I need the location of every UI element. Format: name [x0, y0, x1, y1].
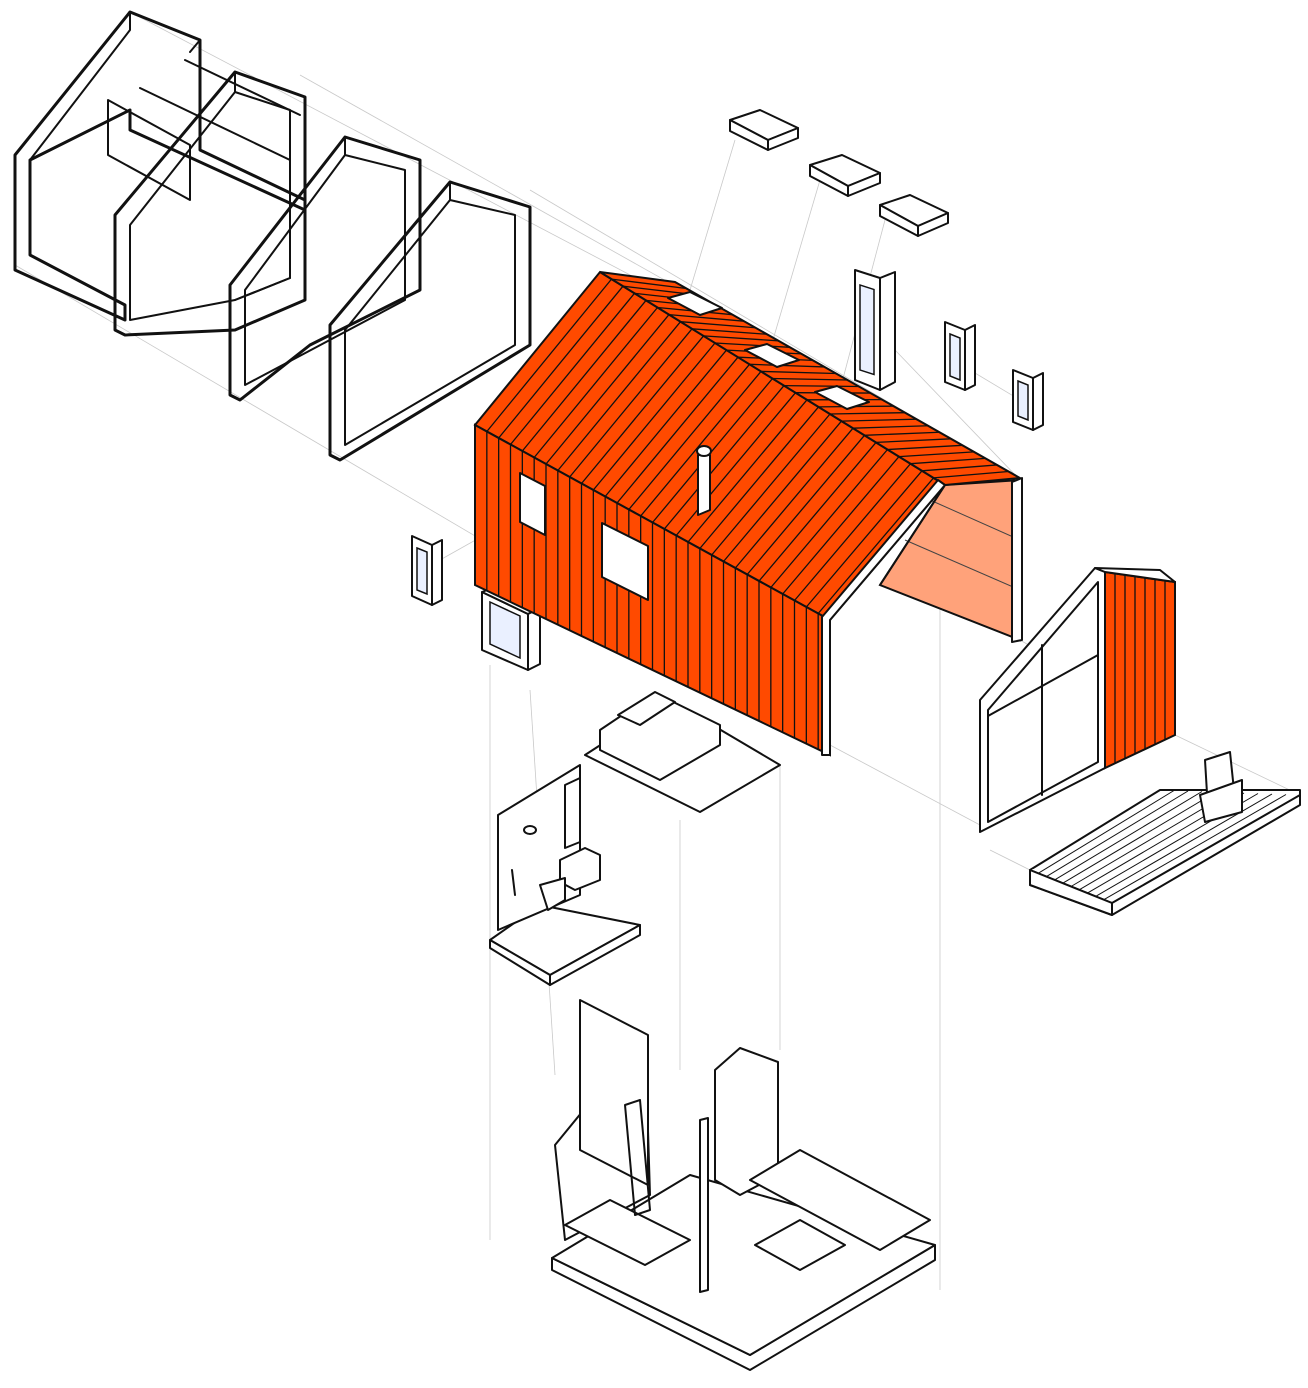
board-line: [817, 477, 934, 614]
timber-frame: [113, 70, 307, 337]
board-line: [782, 456, 900, 595]
board-line: [628, 363, 750, 510]
board-line: [663, 385, 785, 530]
board-line: [486, 278, 613, 432]
side-window: [944, 321, 976, 391]
board-line: [933, 470, 1009, 479]
board-line: [723, 420, 842, 562]
timber-frame: [13, 10, 307, 322]
side-window: [1012, 369, 1044, 431]
board-line: [770, 449, 888, 588]
board-line: [921, 464, 998, 472]
board-line: [864, 431, 940, 436]
board-line: [841, 418, 917, 422]
timber-frame: [228, 135, 422, 402]
board-line: [604, 349, 728, 497]
board-line: [887, 444, 963, 451]
board-line: [1103, 794, 1287, 901]
board-line: [910, 457, 986, 465]
board-line: [557, 321, 682, 471]
board-line: [714, 342, 791, 348]
timber-frame: [328, 180, 532, 462]
roof-board-lines: [486, 278, 1009, 614]
board-line: [509, 292, 636, 445]
board-line: [758, 441, 877, 582]
board-line: [852, 425, 929, 429]
board-line: [711, 413, 831, 556]
board-line: [772, 377, 848, 381]
board-line: [760, 370, 837, 375]
board-line: [898, 451, 975, 458]
side-window: [411, 535, 443, 606]
board-line: [746, 434, 865, 575]
board-line: [675, 392, 796, 536]
roof-skylight: [879, 194, 949, 237]
board-line: [640, 370, 762, 517]
board-line: [875, 438, 952, 444]
board-line: [734, 427, 854, 569]
board-line: [545, 314, 670, 465]
side-window: [854, 269, 896, 391]
board-line: [691, 328, 768, 335]
board-line: [533, 307, 659, 458]
board-line: [498, 285, 624, 439]
board-line: [652, 378, 773, 523]
board-line: [749, 363, 825, 368]
board-line: [1062, 791, 1217, 884]
board-line: [687, 399, 808, 543]
deck-with-chair: [1029, 751, 1301, 916]
board-line: [703, 335, 779, 342]
loft-bed-platform: [584, 691, 781, 813]
board-line: [668, 313, 745, 322]
board-line: [569, 328, 693, 478]
board-line: [699, 406, 819, 549]
cladding-shell: [473, 270, 1024, 757]
board-line: [580, 335, 705, 484]
board-line: [1037, 790, 1175, 874]
board-line: [805, 470, 923, 608]
board-line: [794, 463, 911, 601]
ground-floor-living-kitchen: [551, 999, 936, 1371]
board-line: [829, 412, 906, 415]
board-line: [592, 342, 716, 491]
board-line: [521, 299, 647, 452]
board-line: [1046, 790, 1189, 878]
board-line: [680, 321, 756, 329]
gable-glazed-wall: [979, 567, 1176, 833]
board-line: [616, 356, 739, 504]
board-line: [1054, 791, 1203, 881]
roof-skylight: [729, 109, 799, 151]
board-line: [783, 384, 860, 388]
board-line: [611, 278, 687, 290]
gable-board-lines: [1114, 573, 1166, 764]
roof-skylight: [809, 154, 881, 197]
bathroom-pod: [489, 764, 641, 986]
